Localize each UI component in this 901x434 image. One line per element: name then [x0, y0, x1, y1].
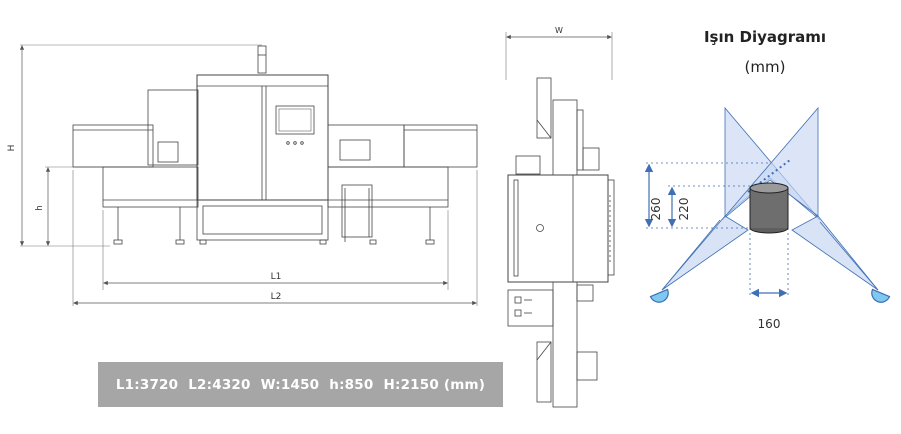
dim-label-H: H — [7, 145, 17, 152]
xray-source-right-icon — [871, 288, 891, 303]
beam-dim-width: 160 — [758, 317, 781, 331]
front-view-drawing — [19, 44, 478, 306]
dim-label-L2: L2 — [271, 292, 282, 302]
spec-l2: L2:4320 — [188, 376, 251, 393]
beam-diagram — [644, 106, 891, 303]
dim-label-L1: L1 — [271, 272, 282, 282]
beam-dim-inner-height: 220 — [677, 198, 691, 221]
spec-w: W:1450 — [260, 376, 320, 393]
beam-ray-left — [661, 215, 749, 291]
beam-diagram-title: Işın Diyagramı — [703, 28, 827, 46]
side-view-drawing — [505, 32, 615, 408]
dim-label-W: W — [555, 26, 563, 35]
xray-source-left-icon — [649, 288, 669, 303]
dim-label-h: h — [35, 205, 45, 211]
spec-h-large: H:2150 (mm) — [383, 376, 486, 393]
beam-dim-outer-height: 260 — [649, 198, 663, 221]
spec-l1: L1:3720 — [115, 376, 179, 393]
beam-fan-right — [721, 106, 819, 221]
product-container — [749, 182, 789, 234]
spec-bar: L1:3720 L2:4320 W:1450 h:850 H:2150 (mm) — [98, 362, 503, 407]
beam-diagram-unit: (mm) — [744, 58, 786, 76]
beam-ray-right — [791, 215, 879, 291]
spec-h-small: h:850 — [329, 376, 374, 393]
